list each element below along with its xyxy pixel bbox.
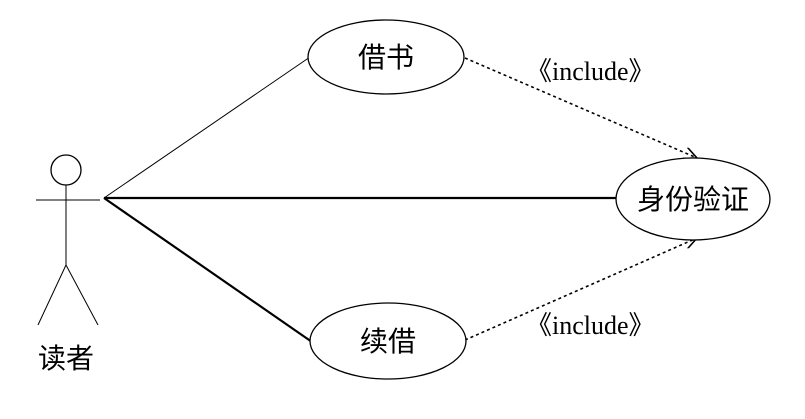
association-renew <box>103 197 313 343</box>
use-case-auth-label: 身份验证 <box>637 183 749 216</box>
include-label-top: 《include》 <box>526 57 655 86</box>
association-borrow <box>103 56 311 199</box>
include-label-bottom: 《include》 <box>526 311 655 340</box>
use-case-renew-label: 续借 <box>360 325 416 358</box>
include-arrow-bottom <box>464 238 697 341</box>
actor-right-leg <box>65 264 99 326</box>
actor-head <box>50 154 82 186</box>
use-case-borrow-label: 借书 <box>358 41 414 74</box>
actor-left-leg <box>37 264 67 326</box>
use-case-renew <box>309 302 467 380</box>
use-case-borrow <box>307 19 465 95</box>
actor-figure <box>36 154 100 326</box>
actor-label: 读者 <box>38 342 94 375</box>
include-arrow-top <box>464 57 697 158</box>
use-case-auth <box>615 157 771 241</box>
